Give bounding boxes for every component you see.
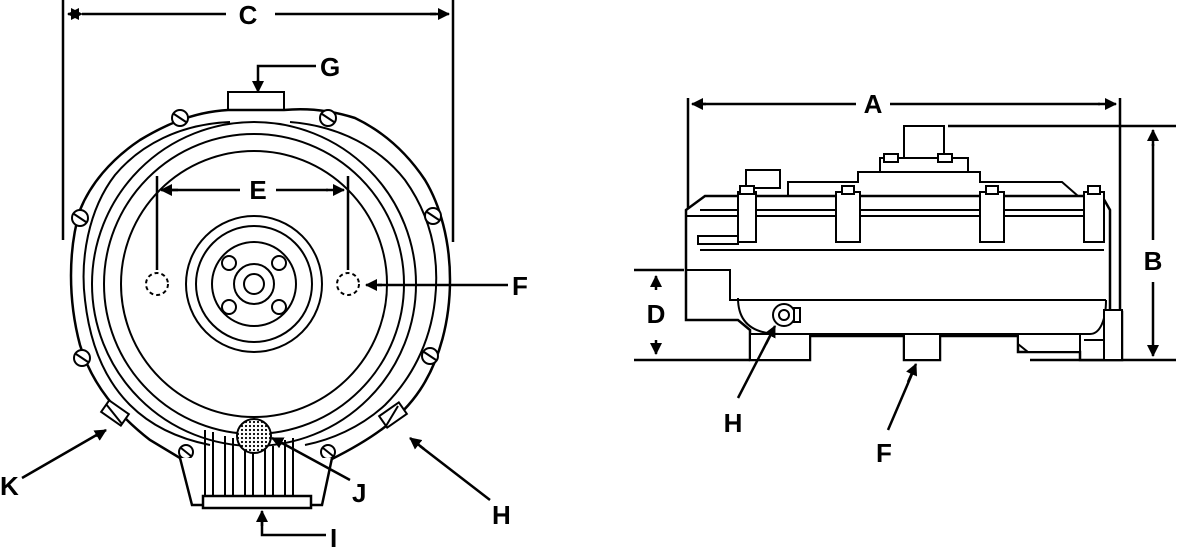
- dimension-a: [686, 98, 1122, 310]
- leader-g: [252, 64, 316, 93]
- body-ribs: [737, 185, 1105, 243]
- hub-inner-ring: [211, 241, 297, 327]
- sight-glass: [236, 418, 272, 454]
- side-leader-h: [736, 325, 777, 399]
- bottom-right-pad: [1017, 333, 1081, 353]
- leader-i: [256, 510, 326, 537]
- housing-inner-edge: [82, 121, 231, 446]
- hub-outer: [185, 215, 323, 353]
- label-c: C: [239, 0, 258, 30]
- dimension-d: [634, 268, 750, 362]
- side-leader-f: [886, 363, 918, 431]
- side-label-h: H: [724, 408, 743, 438]
- side-label-b: B: [1144, 246, 1163, 276]
- top-nuts: [883, 153, 953, 163]
- label-k: K: [0, 471, 19, 501]
- label-h: H: [492, 500, 511, 530]
- mounting-hole-left: [145, 272, 169, 296]
- drain-plug: [772, 303, 801, 327]
- leader-k: [21, 428, 107, 480]
- left-boss: [745, 169, 781, 189]
- dimension-c: [61, 0, 455, 242]
- hub-bolt-holes: [221, 255, 287, 315]
- housing-inner-edge-right: [289, 121, 438, 446]
- side-label-f: F: [876, 438, 892, 468]
- label-g: G: [320, 52, 340, 82]
- bottom-port: [903, 333, 941, 361]
- bottom-fins: [178, 430, 334, 510]
- right-end-block: [1103, 309, 1123, 361]
- label-i: I: [330, 523, 337, 549]
- left-fitting: [99, 398, 131, 428]
- label-j: J: [352, 478, 366, 508]
- side-view: A B D H F: [634, 89, 1176, 468]
- mounting-hole-right: [336, 272, 360, 296]
- leader-j: [271, 436, 351, 482]
- leader-h: [409, 437, 491, 501]
- label-f: F: [512, 271, 528, 301]
- housing-bolts: [71, 109, 442, 460]
- hub-bore: [243, 273, 265, 295]
- dimension-e: [155, 176, 350, 270]
- front-view: C G E F K H J I: [0, 0, 528, 549]
- side-label-d: D: [647, 299, 666, 329]
- label-e: E: [249, 175, 266, 205]
- bottom-left-pad: [749, 333, 811, 361]
- hub-ring: [195, 225, 313, 343]
- top-cover: [787, 171, 1081, 197]
- body-lower-flange: [686, 269, 1106, 301]
- side-slot: [697, 235, 739, 245]
- hub-bore-outer: [233, 263, 275, 305]
- side-label-a: A: [864, 89, 883, 119]
- right-fitting: [377, 400, 409, 430]
